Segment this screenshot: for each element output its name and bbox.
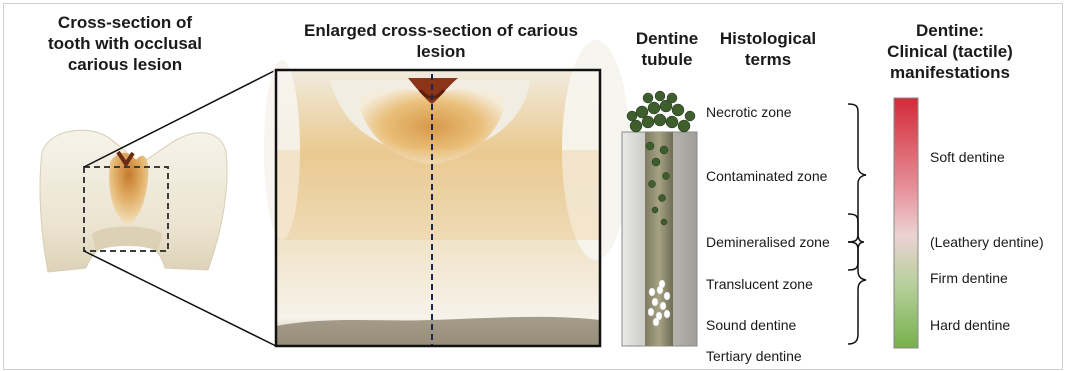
label-hard-dentine: Hard dentine — [930, 317, 1010, 333]
label-translucent-zone: Translucent zone — [706, 276, 813, 292]
label-necrotic-zone: Necrotic zone — [706, 104, 792, 120]
dentine-tubule-illustration — [622, 91, 697, 346]
brace-translucent-to-tertiary — [848, 242, 866, 344]
enlarged-lesion-image — [264, 40, 630, 346]
clinical-gradient-bar — [894, 98, 918, 348]
label-contaminated-zone: Contaminated zone — [706, 168, 827, 184]
label-firm-dentine: Firm dentine — [930, 270, 1008, 286]
label-soft-dentine: Soft dentine — [930, 149, 1005, 165]
label-sound-dentine: Sound dentine — [706, 317, 796, 333]
label-tertiary-dentine: Tertiary dentine — [706, 348, 802, 364]
tooth-cross-section-image — [40, 130, 227, 272]
brace-necrotic-to-demineralised — [848, 104, 866, 242]
label-demineralised-zone: Demineralised zone — [706, 234, 830, 250]
label-leathery-dentine: (Leathery dentine) — [930, 234, 1044, 250]
